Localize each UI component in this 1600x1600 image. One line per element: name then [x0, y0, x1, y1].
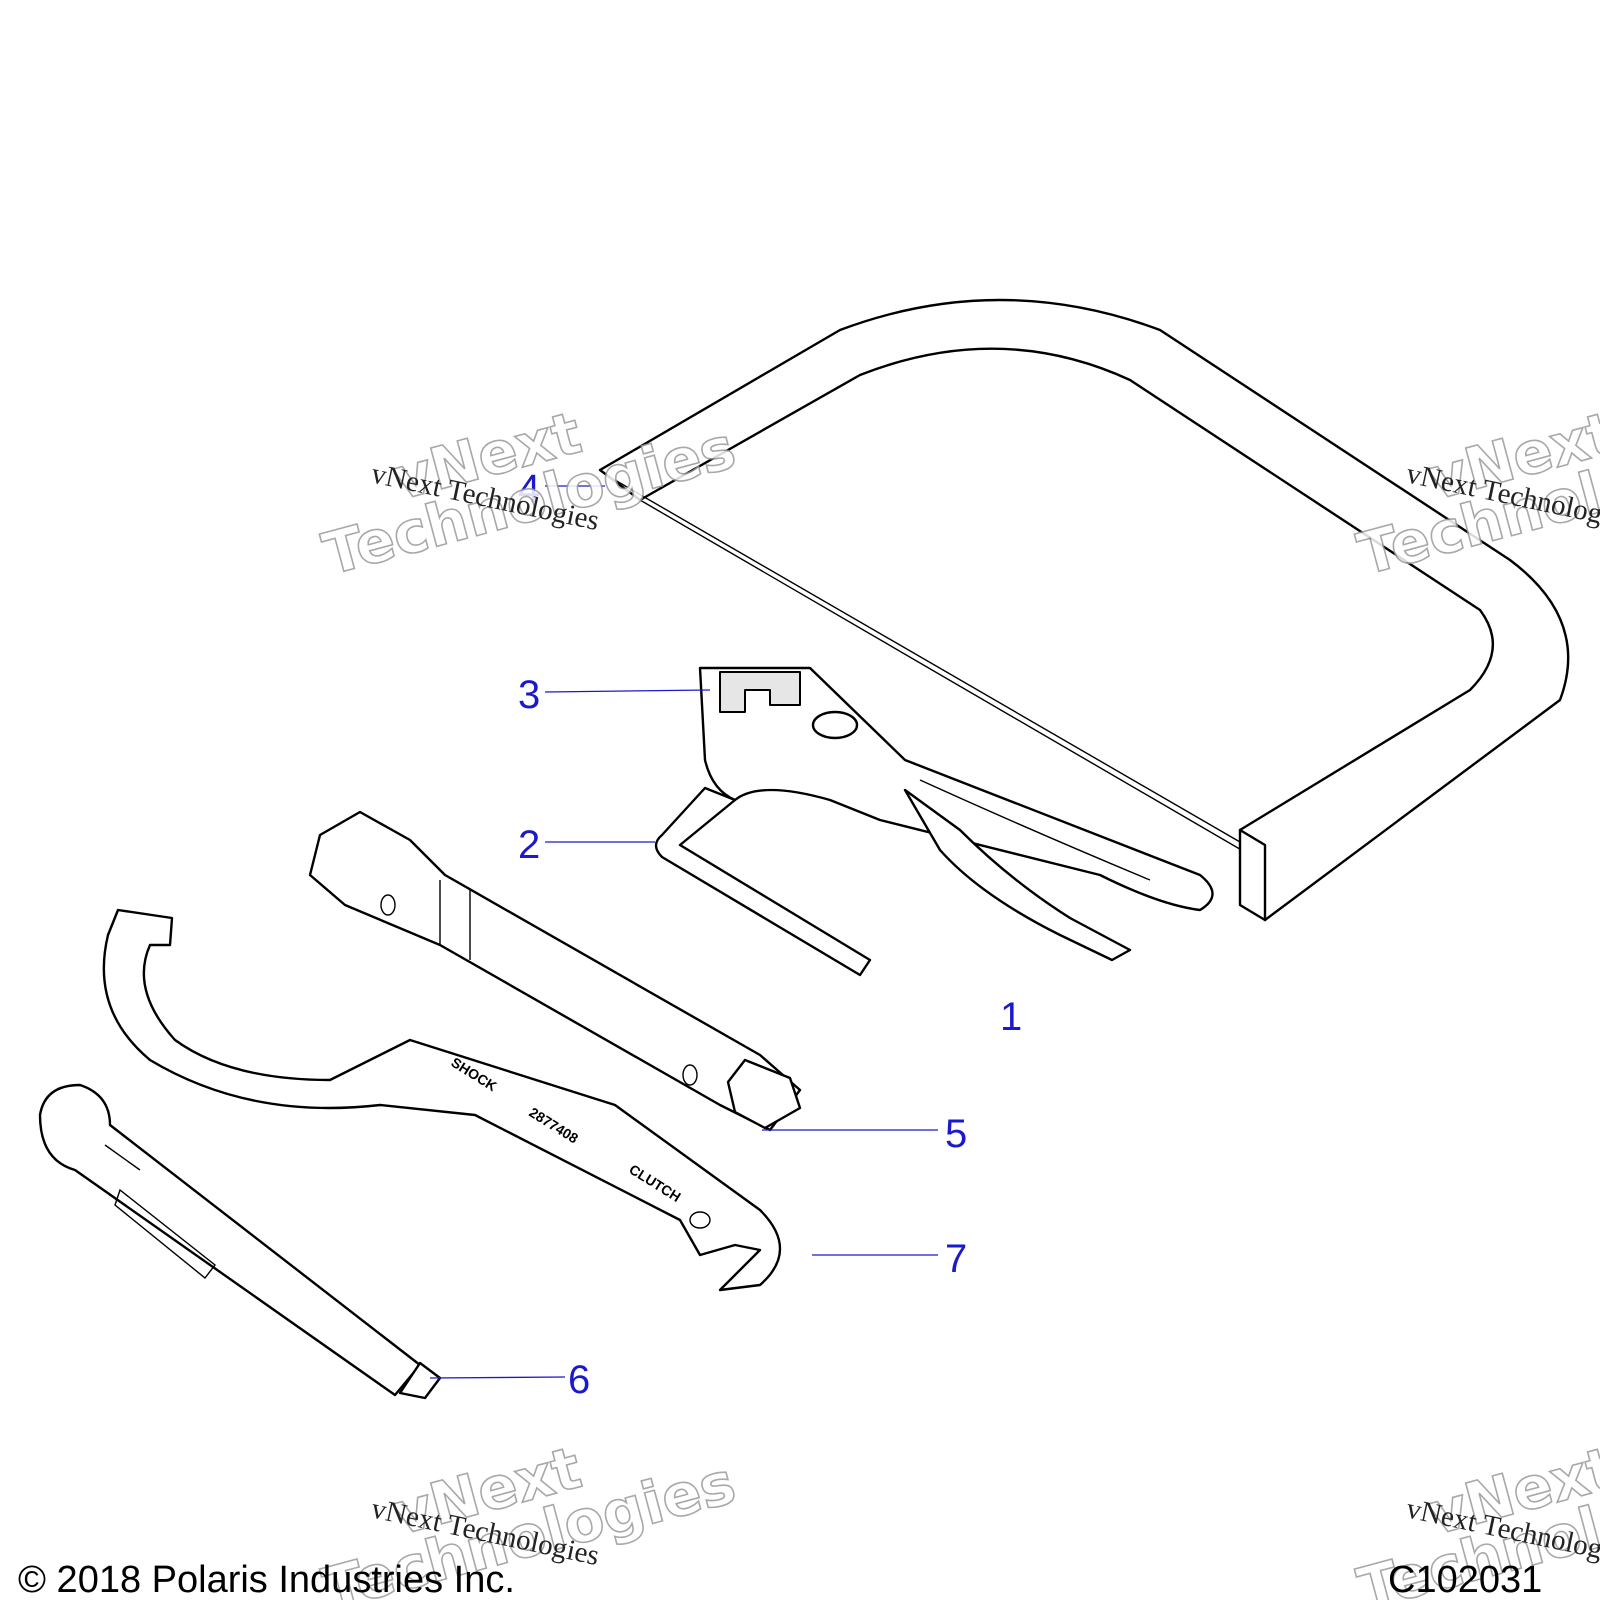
watermarks: vNext Technologies vNext Technologies vN… — [315, 398, 1600, 1600]
callout-6: 6 — [568, 1358, 590, 1402]
tool-pouch — [598, 298, 1570, 922]
callout-7: 7 — [945, 1237, 967, 1281]
footer: © 2018 Polaris Industries Inc. C102031 — [18, 1559, 1542, 1600]
socket-wrench — [308, 810, 802, 1132]
copyright-text: © 2018 Polaris Industries Inc. — [18, 1559, 515, 1600]
pliers — [698, 666, 1214, 962]
callout-labels: 1 2 3 4 5 6 7 — [518, 467, 1022, 1402]
callout-3: 3 — [518, 673, 540, 717]
callout-4: 4 — [518, 467, 540, 511]
leader-lines — [429, 485, 938, 1379]
figure-id: C102031 — [1388, 1559, 1542, 1600]
hex-key — [654, 786, 872, 977]
extension-bar — [38, 1083, 442, 1400]
callout-2: 2 — [518, 823, 540, 867]
callout-1: 1 — [1000, 995, 1022, 1039]
spanner-wrench — [102, 908, 782, 1292]
callout-5: 5 — [945, 1112, 967, 1156]
